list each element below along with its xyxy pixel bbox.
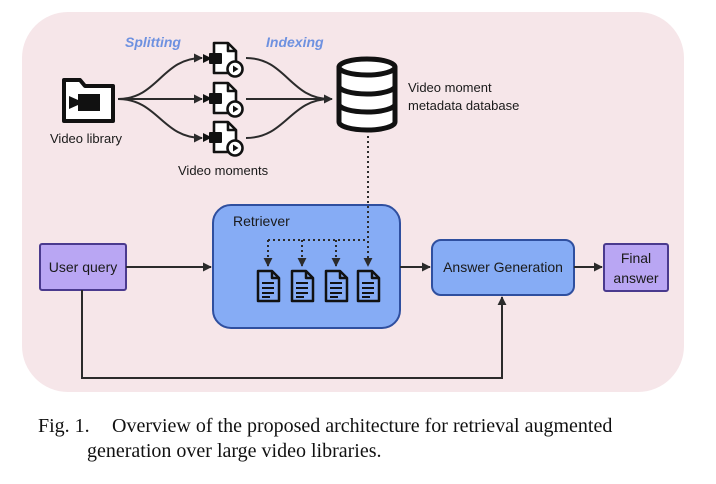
document-outline [324,269,349,303]
document-fold [338,271,347,280]
folder-camera-lens [69,96,78,109]
figure-caption-line1: Overview of the proposed architecture fo… [112,415,612,437]
file-fold [226,43,236,53]
user-query-label: User query [49,259,117,275]
split-arrow-top [117,53,203,100]
arrow-user-query-to-answer-generation [81,290,507,379]
document-icon [324,269,349,303]
play-triangle [233,65,239,73]
video-moments-label: Video moments [178,163,269,178]
camera-lens [203,94,209,103]
document-outline [356,269,381,303]
camera-body [209,53,222,64]
database-band-1 [336,85,398,97]
document-icon [356,269,381,303]
final-answer-label-line2: answer [613,270,658,286]
camera-lens [203,133,209,142]
answer-generation-label: Answer Generation [443,259,563,275]
index-arrow-top [245,57,331,100]
folder-camera-body [78,94,100,111]
document-fold [370,271,379,280]
final-answer-box [603,243,669,292]
database-icon [336,56,398,133]
database-top [336,56,398,78]
document-icon [256,269,281,303]
document-fold [304,271,313,280]
split-arrow-bottom [117,98,203,143]
camera-body [209,93,222,104]
file-fold [226,83,236,93]
document-lines [296,282,308,298]
final-answer-label-line1: Final [621,250,651,266]
retriever-label: Retriever [233,213,290,229]
video-library-label: Video library [50,131,123,146]
database-band-2 [336,103,398,115]
camera-lens [203,54,209,63]
document-lines [262,282,274,298]
diagram-panel [22,12,684,392]
stage-label-splitting: Splitting [125,34,181,50]
figure-number: Fig. 1. [38,415,90,437]
database-label-line1: Video moment [408,80,492,95]
document-lines [330,282,342,298]
play-triangle [233,105,239,113]
stage-label-indexing: Indexing [266,34,324,50]
video-file-icon [203,41,244,78]
document-fold [270,271,279,280]
document-outline [256,269,281,303]
play-triangle [233,144,239,152]
camera-body [209,132,222,143]
video-file-icon [203,120,244,157]
figure-caption-line2: generation over large video libraries. [87,440,382,462]
database-label-line2: metadata database [408,98,519,113]
document-lines [362,282,374,298]
file-fold [226,122,236,132]
video-file-icon [203,81,244,118]
database-body [336,67,398,133]
video-folder-icon [62,78,115,123]
document-icon [290,269,315,303]
index-arrow-bottom [245,98,331,139]
document-outline [290,269,315,303]
